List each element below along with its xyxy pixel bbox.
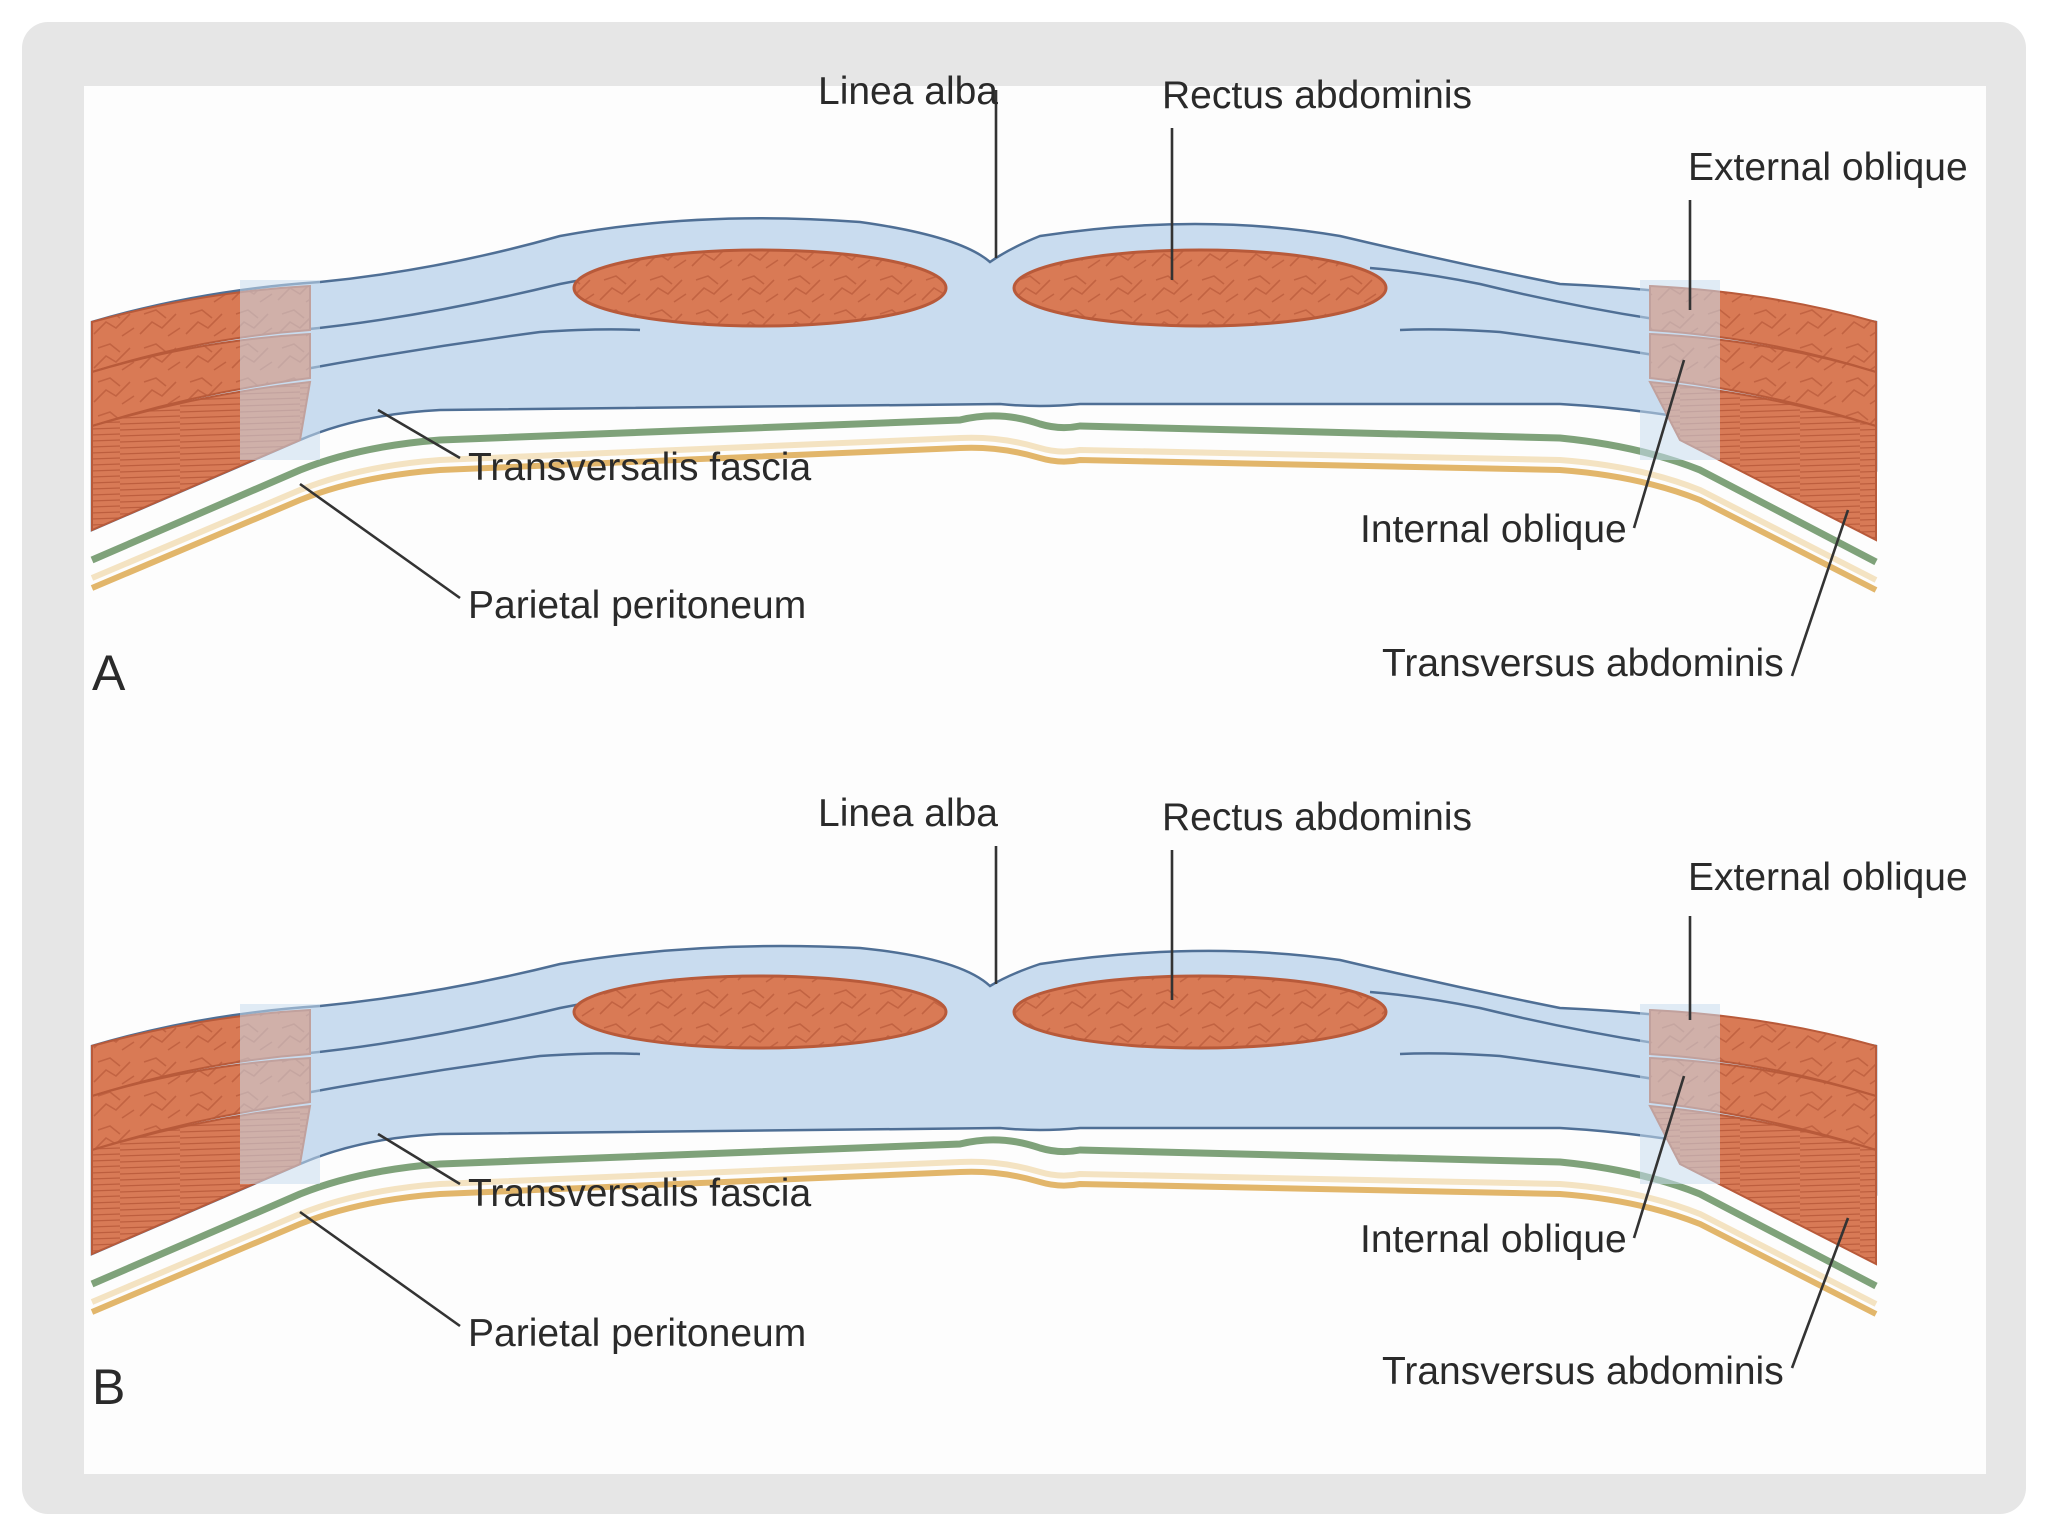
lateral-muscles-left bbox=[91, 1004, 320, 1256]
label-internal-oblique: Internal oblique bbox=[1360, 508, 1627, 551]
parietal-peritoneum-layer bbox=[90, 1168, 1878, 1317]
lateral-muscles-right bbox=[1640, 1004, 1877, 1266]
label-transversus-abdominis: Transversus abdominis bbox=[1382, 1350, 1784, 1393]
label-internal-oblique: Internal oblique bbox=[1360, 1218, 1627, 1261]
label-transversus-abdominis: Transversus abdominis bbox=[1382, 642, 1784, 685]
label-external-oblique: External oblique bbox=[1688, 856, 1968, 899]
parietal-peritoneum-layer bbox=[90, 444, 1878, 593]
label-parietal-peritoneum: Parietal peritoneum bbox=[468, 1312, 806, 1355]
label-linea-alba: Linea alba bbox=[818, 792, 998, 835]
panel-a: Linea alba Rectus abdominis External obl… bbox=[90, 70, 1968, 701]
label-rectus-abdominis: Rectus abdominis bbox=[1162, 74, 1472, 117]
rectus-sheath bbox=[90, 944, 1878, 1256]
panel-letter-b: B bbox=[92, 1359, 125, 1415]
label-external-oblique: External oblique bbox=[1688, 146, 1968, 189]
rectus-sheath bbox=[90, 216, 1878, 532]
label-transversalis-fascia: Transversalis fascia bbox=[468, 446, 811, 489]
label-parietal-peritoneum: Parietal peritoneum bbox=[468, 584, 806, 627]
rectus-abdominis-right bbox=[1012, 248, 1388, 328]
panel-b: Linea alba Rectus abdominis External obl… bbox=[90, 792, 1968, 1415]
transversalis-fascia-layer bbox=[90, 1136, 1878, 1290]
label-transversalis-fascia: Transversalis fascia bbox=[468, 1172, 811, 1215]
label-linea-alba: Linea alba bbox=[818, 70, 998, 113]
lateral-muscles-right bbox=[1640, 280, 1877, 542]
rectus-abdominis-left bbox=[572, 248, 948, 328]
lateral-muscles-left bbox=[91, 280, 320, 532]
transversalis-fascia-layer bbox=[90, 412, 1878, 566]
rectus-abdominis-right bbox=[1012, 974, 1388, 1050]
label-rectus-abdominis: Rectus abdominis bbox=[1162, 796, 1472, 839]
rectus-abdominis-left bbox=[572, 974, 948, 1050]
panel-letter-a: A bbox=[92, 645, 126, 701]
